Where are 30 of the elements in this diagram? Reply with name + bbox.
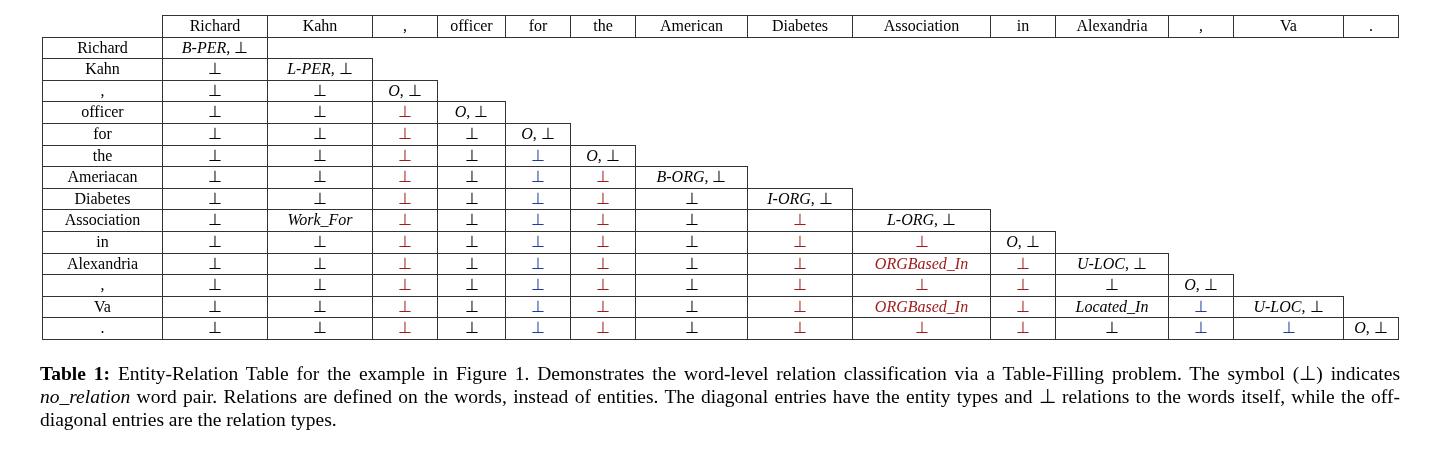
column-header-cell: . [1343, 15, 1399, 38]
row-header-cell: . [42, 317, 163, 340]
column-header-cell: Diabetes [747, 15, 853, 38]
diagonal-cell: O, ⊥ [1343, 317, 1399, 340]
diagonal-cell: B-ORG, ⊥ [635, 166, 748, 189]
diagonal-cell: O, ⊥ [505, 123, 571, 146]
column-header-cell: Richard [162, 15, 268, 38]
column-header-cell: , [1168, 15, 1234, 38]
diagonal-cell: O, ⊥ [570, 144, 636, 168]
diagonal-cell: O, ⊥ [437, 101, 506, 124]
column-header-cell: the [570, 15, 636, 38]
column-header-cell: for [505, 15, 571, 38]
column-header-cell: American [635, 15, 748, 38]
column-header-cell: , [372, 15, 438, 38]
column-header-cell: Association [852, 15, 991, 38]
diagonal-cell: U-LOC, ⊥ [1055, 252, 1169, 276]
column-header-cell: officer [437, 15, 506, 38]
diagonal-cell: U-LOC, ⊥ [1233, 295, 1344, 319]
column-header-cell: Va [1233, 15, 1344, 38]
diagonal-cell: I-ORG, ⊥ [747, 187, 853, 211]
diagonal-cell: L-PER, ⊥ [267, 58, 373, 81]
table-caption: Table 1: Entity-Relation Table for the example in Figure 1. Demonstrates the word-level relation classification via a Table-Filling problem. The symbol (⊥) indicates no_relation word pair. Relations are defined on the words, instead of entities. The diagonal entries have the entity types and ⊥ relations to the words itself, while the off-diagonal entries are the relation types. [40, 362, 1400, 431]
diagonal-cell: O, ⊥ [1168, 274, 1234, 297]
column-header-cell: in [990, 15, 1056, 38]
column-header-cell: Kahn [267, 15, 373, 38]
diagonal-cell: O, ⊥ [990, 231, 1056, 254]
column-header-cell: Alexandria [1055, 15, 1169, 38]
diagonal-cell: L-ORG, ⊥ [852, 209, 991, 232]
diagonal-cell: O, ⊥ [372, 79, 438, 103]
row-header-cell: Richard [42, 36, 163, 60]
